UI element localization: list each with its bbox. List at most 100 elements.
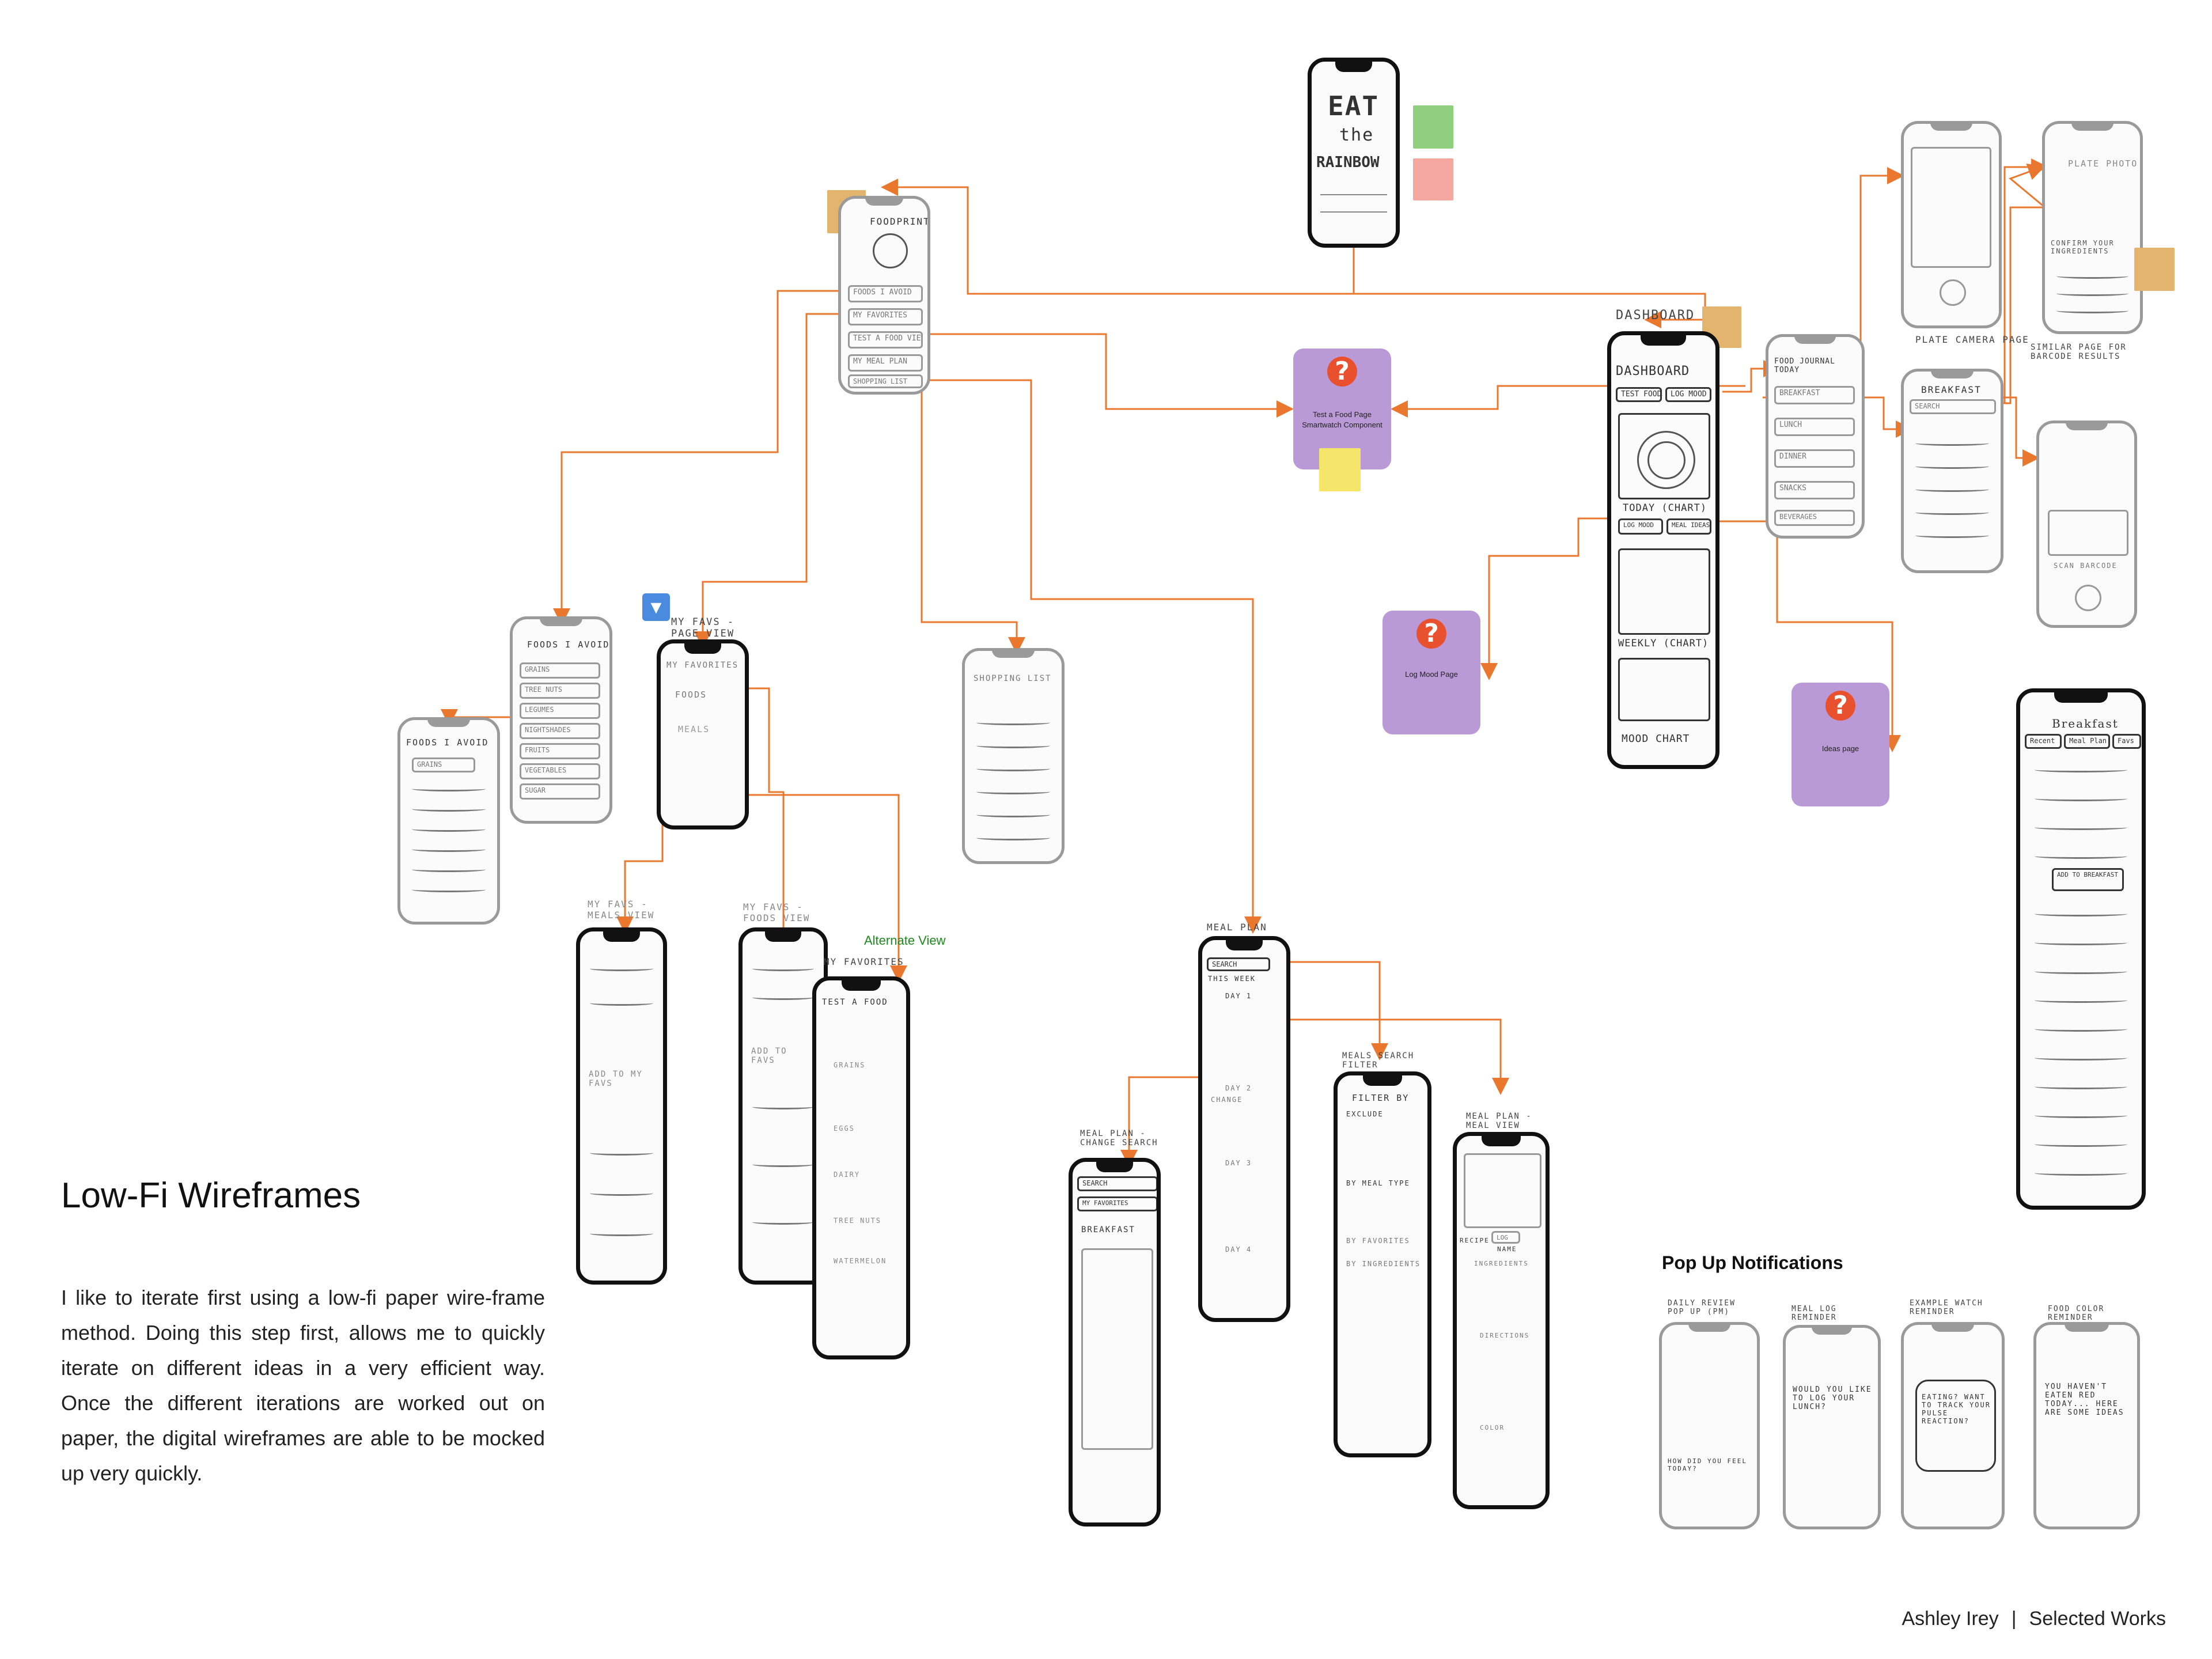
meal-plan-search[interactable]: SEARCH [1207,957,1270,971]
notification-3-text: EATING? WANT TO TRACK YOUR PULSE REACTIO… [1922,1393,1991,1425]
profile-item-2[interactable]: MY FAVORITES [848,308,923,325]
ideas-page-text: Ideas page [1821,744,1859,753]
avoid-sugar[interactable]: SUGAR [520,783,600,800]
meal-plan-day-3: DAY 3 [1225,1159,1252,1167]
meal-plan-change[interactable]: CHANGE [1211,1096,1243,1104]
thumbs-down-icon: ▼ [642,593,670,621]
notification-3-label: EXAMPLE WATCH REMINDER [1910,1299,1983,1316]
meal-change-favs[interactable]: MY FAVORITES [1077,1196,1157,1211]
meal-plan-label: MEAL PLAN [1207,922,1267,933]
log-mood-button[interactable]: LOG MOOD [1618,518,1663,535]
barcode-scan-screen: SCAN BARCODE [2036,421,2137,628]
notification-2-label: MEAL LOG REMINDER [1791,1305,1837,1322]
notification-2-text: WOULD YOU LIKE TO LOG YOUR LUNCH? [1793,1385,1872,1411]
avoid-detail-grains[interactable]: GRAINS [412,757,475,772]
log-mood-page-text: Log Mood Page [1405,670,1458,679]
journal-breakfast[interactable]: BREAKFAST [1774,386,1855,404]
profile-item-5[interactable]: SHOPPING LIST [848,374,923,388]
meal-plan-day-2: DAY 2 [1225,1084,1252,1092]
page-description: I like to iterate first using a low-fi p… [61,1286,545,1485]
avoid-legumes[interactable]: LEGUMES [520,703,600,719]
foods-avoid-screen: FOODS I AVOID GRAINS TREE NUTS LEGUMES N… [510,616,612,824]
scan-barcode-label[interactable]: SCAN BARCODE [2054,562,2118,570]
profile-title: FOODPRINT [870,216,930,227]
meal-view-screen: RECIPE LOG NAME INGREDIENTS DIRECTIONS C… [1453,1132,1550,1509]
avoid-tree-nuts[interactable]: TREE NUTS [520,683,600,699]
favs-alt-row-3[interactable]: DAIRY [834,1171,861,1179]
filter-ingredients[interactable]: BY INGREDIENTS [1346,1260,1421,1268]
favs-foods-text[interactable]: ADD TO FAVS [751,1047,787,1065]
dashboard-label: DASHBOARD [1616,308,1695,323]
shopping-list-screen: SHOPPING LIST [962,648,1065,864]
favs-alternate-screen: TEST A FOOD GRAINS EGGS DAIRY TREE NUTS … [812,976,910,1359]
journal-lunch[interactable]: LUNCH [1774,418,1855,436]
journal-snacks[interactable]: SNACKS [1774,481,1855,499]
profile-item-3[interactable]: TEST A FOOD VIEW [848,331,923,349]
breakfast-search-input[interactable]: SEARCH [1910,399,1996,414]
meal-view-name: NAME [1497,1245,1517,1253]
tab-favs[interactable]: Favs [2112,734,2141,749]
meal-plan-day-4: DAY 4 [1225,1245,1252,1253]
my-favs-foods[interactable]: FOODS [675,690,707,700]
footer-section: Selected Works [2029,1608,2166,1630]
plate-camera-label: PLATE CAMERA PAGE [1915,334,2029,345]
notification-1-text: HOW DID YOU FEEL TODAY? [1668,1457,1747,1472]
question-icon: ? [1416,619,1446,649]
avoid-grains[interactable]: GRAINS [520,662,600,679]
favs-meals-text[interactable]: ADD TO MY FAVS [589,1070,643,1088]
my-favs-meals[interactable]: MEALS [678,724,710,734]
footer: Ashley Irey | Selected Works [1902,1608,2166,1630]
popups-title: Pop Up Notifications [1662,1252,1843,1273]
footer-separator: | [2011,1608,2017,1630]
add-to-breakfast-button[interactable]: ADD TO BREAKFAST [2052,868,2124,891]
page-title: Low-Fi Wireframes [61,1176,361,1215]
tab-recent[interactable]: Recent [2025,734,2062,749]
weekly-chart-label: WEEKLY (CHART) [1618,638,1709,649]
today-chart-label: TODAY (CHART) [1623,502,1707,514]
question-icon: ? [1327,357,1357,387]
meal-view-ingredients: INGREDIENTS [1474,1260,1529,1267]
meal-view-directions: DIRECTIONS [1480,1332,1530,1339]
barcode-viewfinder [2048,510,2128,556]
notification-3-screen: EATING? WANT TO TRACK YOUR PULSE REACTIO… [1901,1322,2005,1529]
journal-dinner[interactable]: DINNER [1774,449,1855,468]
filter-exclude[interactable]: EXCLUDE [1346,1110,1384,1118]
footer-author: Ashley Irey [1902,1608,1999,1630]
my-favs-screen: MY FAVORITES FOODS MEALS [657,639,749,830]
sticky-note-tan-3 [2134,248,2175,291]
favs-alt-row-2[interactable]: EGGS [834,1124,855,1132]
avoid-vegetables[interactable]: VEGETABLES [520,763,600,779]
filter-meal-type[interactable]: BY MEAL TYPE [1346,1179,1410,1187]
avoid-fruits[interactable]: FRUITS [520,743,600,759]
favs-alt-sub: TEST A FOOD [822,998,888,1007]
dashboard-header: DASHBOARD [1616,364,1690,378]
journal-beverages[interactable]: BEVERAGES [1774,510,1855,526]
splash-rainbow: RAINBOW [1316,154,1380,171]
favs-alt-row-5[interactable]: WATERMELON [834,1257,887,1265]
profile-item-1[interactable]: FOODS I AVOID [848,285,923,302]
question-icon: ? [1825,691,1855,721]
shopping-list-title: SHOPPING LIST [974,674,1052,683]
favs-alt-row-4[interactable]: TREE NUTS [834,1217,882,1225]
filter-favorites[interactable]: BY FAVORITES [1346,1237,1410,1245]
sticky-note-green [1413,105,1453,149]
meal-view-label: MEAL PLAN - MEAL VIEW [1466,1112,1532,1130]
notification-4-text: YOU HAVEN'T EATEN RED TODAY... HERE ARE … [2045,1382,2124,1417]
dashboard-tab-mood[interactable]: LOG MOOD [1665,387,1711,402]
meal-change-search[interactable]: SEARCH [1077,1176,1157,1191]
sticky-note-yellow [1319,448,1361,491]
notification-1-label: DAILY REVIEW POP UP (PM) [1668,1299,1736,1316]
dashboard-screen: DASHBOARD TEST FOOD LOG MOOD TODAY (CHAR… [1607,331,1719,769]
favs-alt-row-1[interactable]: GRAINS [834,1061,866,1069]
meal-view-recipe: RECIPE [1460,1237,1490,1244]
meals-filter-label: MEALS SEARCH FILTER [1342,1051,1415,1070]
profile-item-4[interactable]: MY MEAL PLAN [848,354,923,372]
meal-ideas-button[interactable]: MEAL IDEAS [1666,518,1711,535]
plate-photo-text: PLATE PHOTO [2068,158,2138,169]
avoid-nightshades[interactable]: NIGHTSHADES [520,723,600,739]
meal-change-card[interactable] [1081,1248,1153,1450]
tab-meal-plan[interactable]: Meal Plan [2064,734,2110,749]
meal-view-log[interactable]: LOG [1491,1231,1520,1244]
dashboard-tab-test[interactable]: TEST FOOD [1616,387,1662,402]
